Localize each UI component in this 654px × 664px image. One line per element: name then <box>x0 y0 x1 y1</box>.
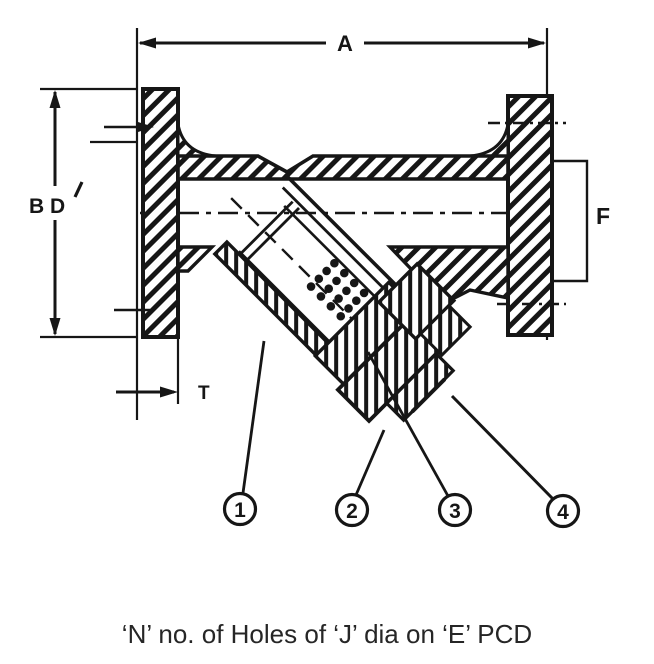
right-flange <box>469 94 566 340</box>
callout-1-number: 1 <box>234 499 246 522</box>
dim-f-label: F <box>596 203 610 229</box>
dimension-t: T <box>116 337 210 404</box>
dim-a-arrow-left <box>138 37 156 49</box>
screen-seat-line-2 <box>245 207 301 263</box>
dim-bd-arrow-down <box>49 318 61 336</box>
callout-4-number: 4 <box>557 501 569 524</box>
callout-1-circle <box>222 491 258 527</box>
dim-t-label: T <box>198 383 210 404</box>
pipe-bottom-wall-left <box>176 245 217 273</box>
left-bolt-hole-arrow <box>138 122 154 132</box>
drawing-caption: ‘N’ no. of Holes of ‘J’ dia on ‘E’ PCD <box>122 619 532 649</box>
callout-2-number: 2 <box>346 500 358 523</box>
callout-2-circle <box>334 492 370 528</box>
cap-tip-line <box>410 377 447 414</box>
callout-4-circle <box>545 493 581 529</box>
pipe-body <box>176 154 510 315</box>
dimension-f: F <box>552 159 610 283</box>
callout-3-leader <box>366 351 450 497</box>
dim-a-label: A <box>337 31 353 56</box>
dim-f-bracket <box>552 159 589 283</box>
pipe-top-wall <box>176 154 510 181</box>
callout-4-leader <box>450 394 555 501</box>
callouts: 1 2 3 4 <box>222 340 581 529</box>
dim-bd-arrow-up <box>49 90 61 108</box>
drain-plug-hex <box>418 303 473 358</box>
drain-plug <box>376 261 473 358</box>
callout-1-leader <box>241 340 266 494</box>
screen-perforations <box>306 258 369 321</box>
callout-3-circle <box>437 492 473 528</box>
dim-t-arrow <box>160 386 178 398</box>
dimension-bd: B D <box>29 87 137 339</box>
right-flange-plate <box>506 94 554 337</box>
dim-bd-label: B D <box>29 195 65 218</box>
left-flange <box>104 28 217 420</box>
callout-3-number: 3 <box>449 500 461 523</box>
dim-bd-prime-tick <box>73 181 84 198</box>
dim-a-arrow-right <box>528 37 546 49</box>
screen-seat-line-1 <box>238 200 294 256</box>
dimension-a: A <box>138 28 549 94</box>
barrel-centerline <box>230 197 366 333</box>
callout-2-leader <box>354 429 386 496</box>
left-flange-plate <box>141 87 180 339</box>
